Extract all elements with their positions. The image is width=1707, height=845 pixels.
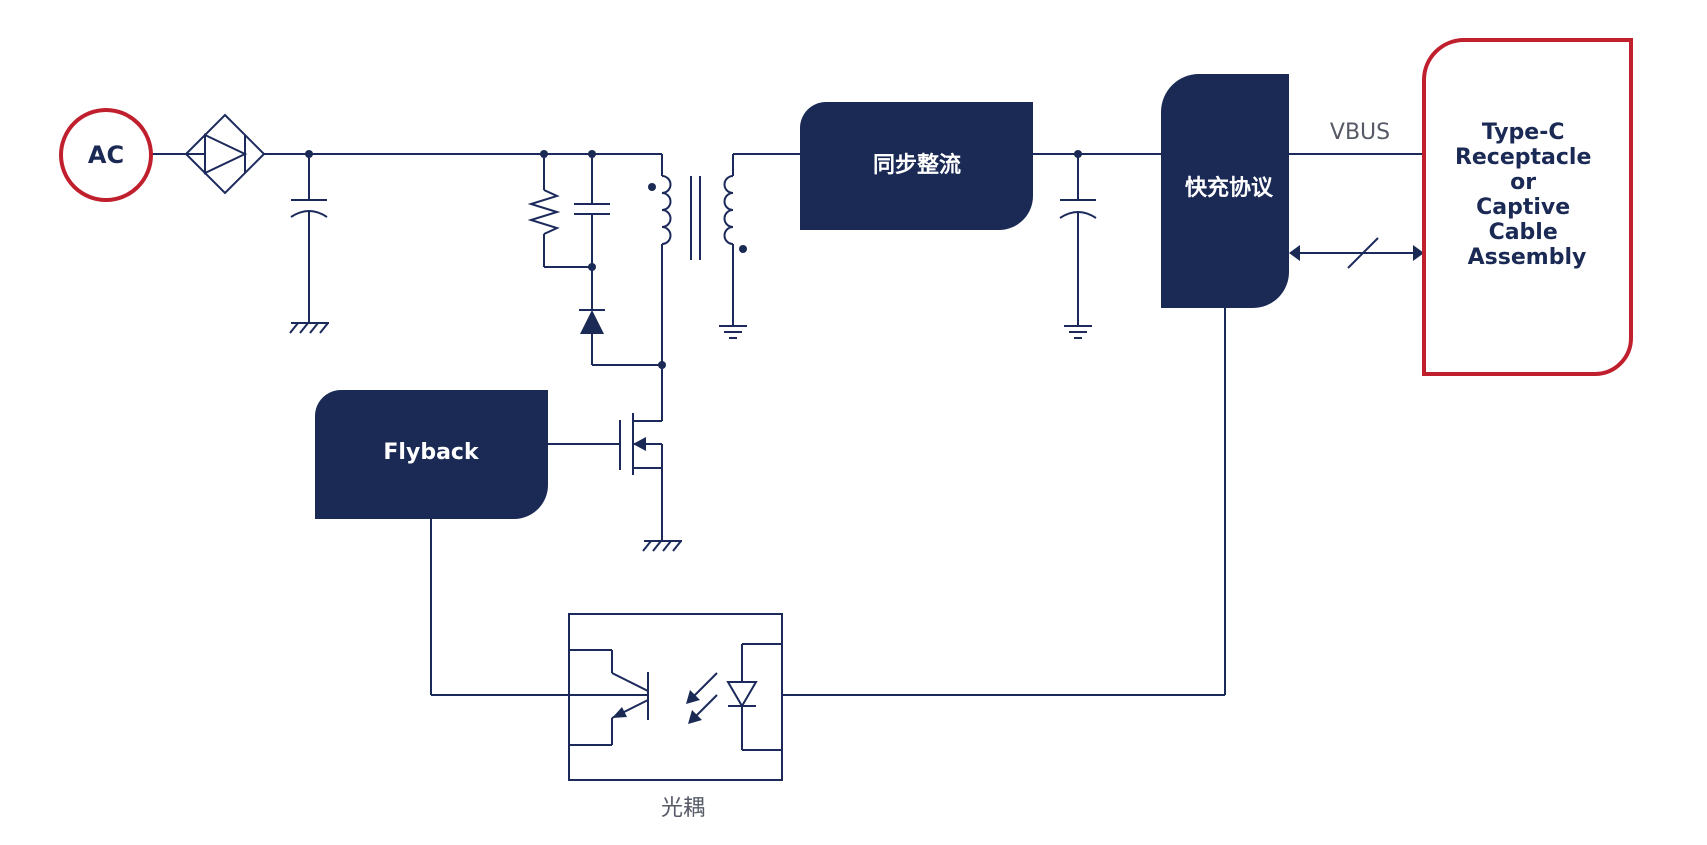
resistor-icon (527, 154, 592, 268)
connector-line-1: Type-C (1482, 120, 1565, 145)
input-capacitor-icon (290, 150, 328, 323)
sync-rectifier-block: 同步整流 (800, 102, 1033, 230)
connector-line-6: Assembly (1468, 245, 1587, 270)
ac-circle-icon (59, 108, 153, 202)
connector-line-4: Captive (1476, 195, 1570, 220)
cc-bus-arrow (1289, 237, 1424, 269)
snubber-capacitor-icon (574, 154, 610, 267)
optocoupler: 光耦 (568, 613, 783, 821)
vbus-line: VBUS (1289, 120, 1424, 155)
connector-line-3: or (1510, 170, 1536, 195)
ac-source: AC (59, 108, 153, 202)
output-capacitor-icon (1033, 150, 1161, 326)
sync-rectifier-label: 同步整流 (873, 152, 961, 178)
ground-icon (289, 322, 329, 334)
mosfet-icon (548, 365, 663, 541)
snubber-network (527, 150, 662, 366)
ac-label: AC (88, 141, 124, 169)
vbus-label: VBUS (1330, 120, 1390, 145)
connector-line-2: Receptacle (1455, 145, 1591, 170)
phototransistor-icon (569, 649, 649, 746)
diode-icon (579, 267, 662, 366)
fast-charge-block: 快充协议 (1161, 74, 1289, 308)
bridge-rectifier-icon (184, 113, 266, 195)
light-arrows-icon (686, 672, 718, 724)
connector-text: Type-C Receptacle or Captive Cable Assem… (1455, 120, 1599, 270)
flyback-block: Flyback (315, 390, 548, 519)
secondary-ground-icon (719, 325, 747, 339)
fast-charge-label: 快充协议 (1185, 175, 1274, 201)
type-c-connector: Type-C Receptacle or Captive Cable Assem… (1422, 38, 1633, 376)
mosfet-ground-icon (642, 540, 682, 552)
optocoupler-label: 光耦 (661, 796, 705, 821)
connector-line-5: Cable (1489, 220, 1558, 245)
flyback-label: Flyback (383, 440, 480, 465)
feedback-wires (430, 308, 1226, 696)
output-ground-icon (1064, 325, 1092, 339)
transformer-icon (648, 153, 800, 365)
led-icon (726, 643, 782, 751)
